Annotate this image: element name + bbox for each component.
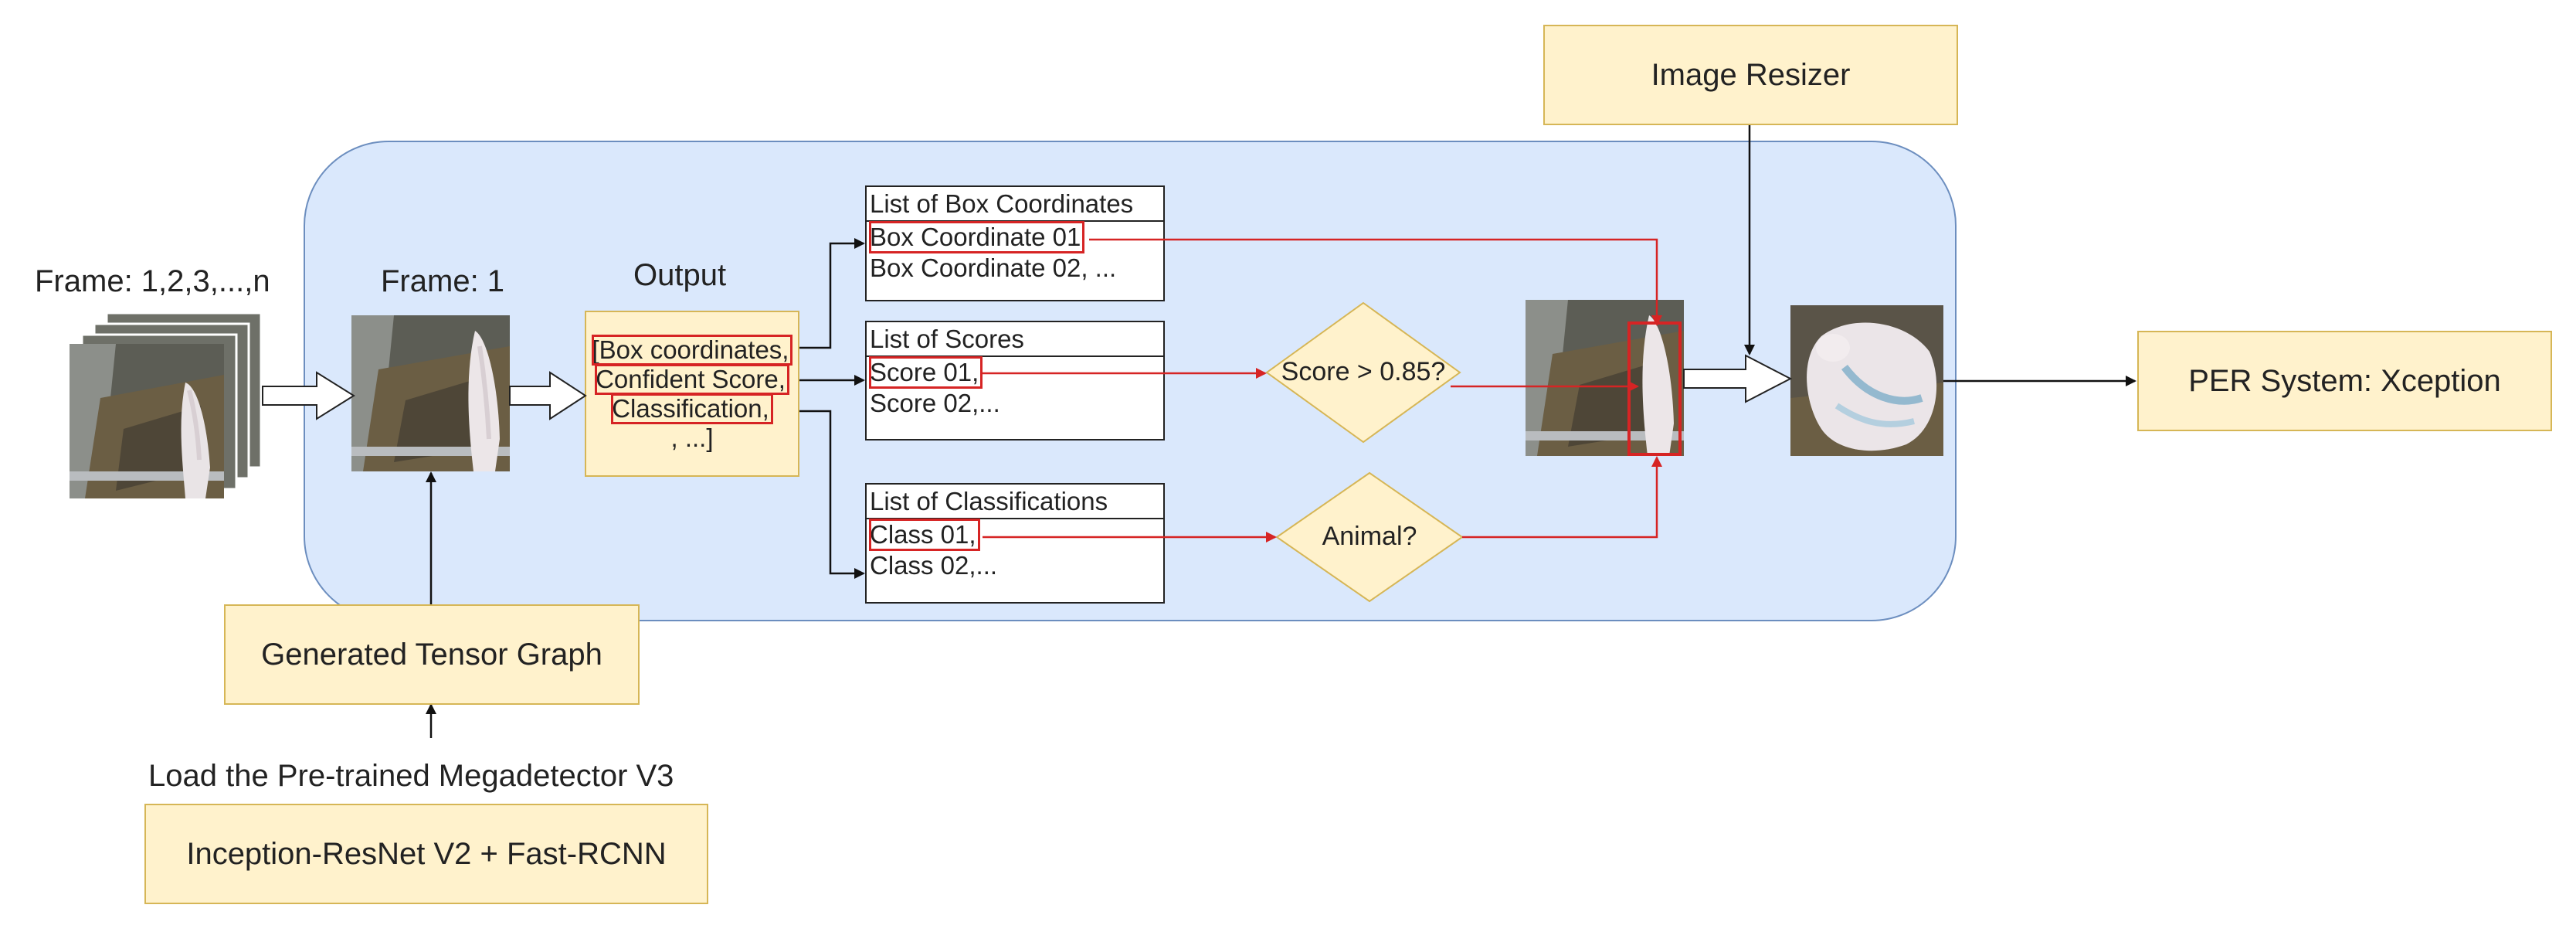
load-model-label: Load the Pre-trained Megadetector V3 (148, 759, 674, 794)
image-resizer-box: Image Resizer (1543, 25, 1958, 125)
hollow-arrow-frame1-to-output (510, 372, 585, 419)
hollow-arrow-frames-to-frame1 (263, 372, 354, 419)
connector-output-to-class-list (799, 411, 864, 573)
tensor-graph-box: Generated Tensor Graph (224, 604, 640, 705)
animal-decision-label: Animal? (1277, 522, 1462, 552)
model-box: Inception-ResNet V2 + Fast-RCNN (144, 804, 708, 904)
red-connector-animal-to-crop (1462, 457, 1657, 537)
hollow-arrow-crop-to-resized (1684, 355, 1790, 402)
per-system-box: PER System: Xception (2137, 331, 2552, 431)
score-decision-label: Score > 0.85? (1267, 357, 1460, 387)
connector-output-to-box-list (799, 243, 864, 348)
